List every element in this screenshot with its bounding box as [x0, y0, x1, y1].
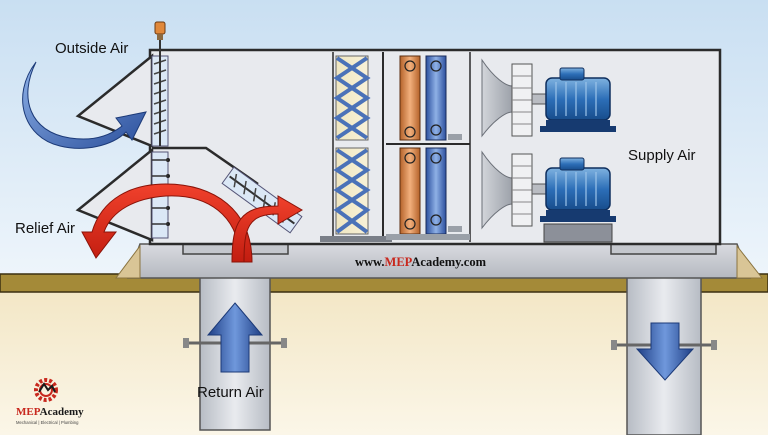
- filter-upper: [333, 55, 371, 141]
- damper-actuator: [154, 21, 166, 35]
- gravel-right: [736, 244, 764, 279]
- website-suffix: Academy.com: [411, 255, 486, 269]
- fan-icon: [511, 153, 547, 227]
- cooling-coil-lower: [425, 147, 447, 235]
- motor-icon: [540, 67, 616, 132]
- return-air-up-arrow: [206, 302, 264, 373]
- logo-name: MEPAcademy: [16, 406, 84, 418]
- gravel-left: [115, 244, 141, 279]
- gear-icon: [34, 378, 58, 402]
- logo-name-mep: MEP: [16, 406, 41, 418]
- filter-lower: [333, 147, 371, 235]
- motor-base: [543, 223, 613, 243]
- fan-icon: [511, 63, 547, 137]
- logo-tagline: Mechanical | Electrical | Plumbing: [16, 420, 79, 425]
- relief-air-arrow: [81, 183, 253, 263]
- website-prefix: www.: [355, 255, 385, 269]
- outside-air-arrow: [22, 61, 147, 149]
- cooling-coil-upper: [425, 55, 447, 141]
- supply-air-down-arrow: [635, 322, 695, 381]
- heating-coil-lower: [399, 147, 421, 235]
- website-brand: MEP: [385, 255, 413, 269]
- supply-air-label: Supply Air: [628, 147, 696, 164]
- motor-icon: [540, 157, 616, 222]
- logo-name-rest: Academy: [40, 406, 84, 418]
- mepacademy-logo: MEPAcademy Mechanical | Electrical | Plu…: [16, 378, 84, 425]
- heating-coil-upper: [399, 55, 421, 141]
- relief-air-label: Relief Air: [15, 220, 75, 237]
- return-air-label: Return Air: [197, 384, 264, 401]
- outside-air-label: Outside Air: [55, 40, 128, 57]
- return-air-red-arrow: [231, 195, 303, 263]
- website-url: www.MEPAcademy.com: [355, 255, 487, 269]
